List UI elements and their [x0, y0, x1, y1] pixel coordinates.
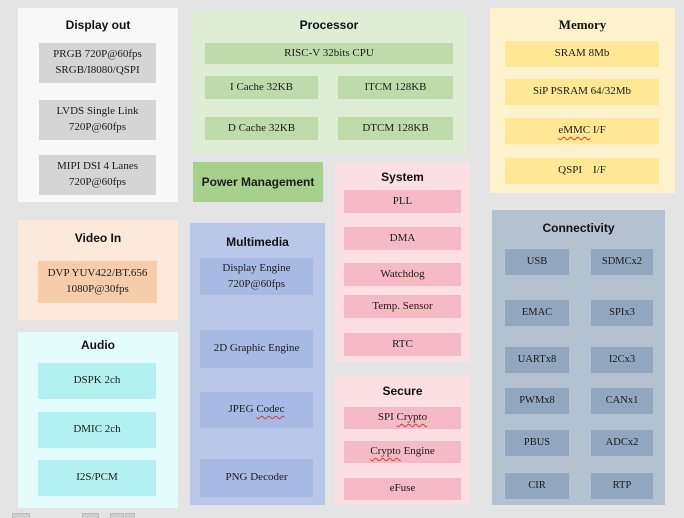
jpeg-codec-pre: JPEG: [228, 403, 257, 416]
block-riscv-cpu: RISC-V 32bits CPU: [205, 43, 453, 64]
block-cir: CIR: [505, 473, 569, 499]
cropped-shape: [110, 513, 124, 518]
block-lvds: LVDS Single Link 720P@60fps: [39, 100, 156, 140]
secure-title: Secure: [382, 384, 423, 398]
codec-misspelled-word: Codec: [256, 403, 285, 416]
block-pll: PLL: [344, 190, 461, 213]
block-mipi-dsi: MIPI DSI 4 Lanes 720P@60fps: [39, 155, 156, 195]
audio-title: Audio: [81, 338, 115, 352]
block-pwm: PWMx8: [505, 388, 569, 414]
block-dcache: D Cache 32KB: [205, 117, 318, 140]
panel-display-out: Display out PRGB 720P@60fps SRGB/I8080/Q…: [18, 8, 178, 202]
block-spi-crypto: SPI Crypto: [344, 407, 461, 429]
connectivity-title: Connectivity: [542, 221, 615, 235]
block-png-decoder: PNG Decoder: [200, 459, 313, 497]
block-jpeg-codec: JPEG Codec: [200, 392, 313, 428]
processor-title: Processor: [299, 18, 359, 32]
display-out-title: Display out: [65, 18, 131, 32]
block-rtc: RTC: [344, 333, 461, 356]
block-efuse: eFuse: [344, 478, 461, 500]
video-in-title: Video In: [74, 231, 122, 245]
panel-secure: Secure SPI Crypto Crypto Engine eFuse: [335, 376, 470, 504]
block-uart: UARTx8: [505, 347, 569, 373]
block-icache: I Cache 32KB: [205, 76, 318, 99]
block-sram: SRAM 8Mb: [505, 41, 659, 67]
crypto-engine-rest: Engine: [400, 445, 435, 458]
block-temp-sensor: Temp. Sensor: [344, 295, 461, 318]
block-dspk: DSPK 2ch: [38, 363, 156, 399]
panel-memory: Memory SRAM 8Mb SiP PSRAM 64/32Mb eMMC I…: [490, 8, 675, 193]
block-adc: ADCx2: [591, 430, 653, 456]
block-dvp: DVP YUV422/BT.656 1080P@30fps: [38, 261, 157, 303]
block-crypto-engine: Crypto Engine: [344, 441, 461, 463]
block-dmic: DMIC 2ch: [38, 412, 156, 448]
panel-processor: Processor RISC-V 32bits CPU I Cache 32KB…: [191, 10, 467, 153]
block-dma: DMA: [344, 227, 461, 250]
block-spi: SPIx3: [591, 300, 653, 326]
cropped-shape: [12, 513, 30, 518]
block-sdmc: SDMCx2: [591, 249, 653, 275]
multimedia-title: Multimedia: [226, 235, 289, 249]
block-usb: USB: [505, 249, 569, 275]
block-sip-psram: SiP PSRAM 64/32Mb: [505, 79, 659, 105]
block-can: CANx1: [591, 388, 653, 414]
block-pbus: PBUS: [505, 430, 569, 456]
emmc-misspelled-word: eMMC: [558, 124, 591, 137]
block-rtp: RTP: [591, 473, 653, 499]
system-title: System: [381, 170, 424, 184]
panel-system: System PLL DMA Watchdog Temp. Sensor RTC: [335, 163, 470, 362]
memory-title: Memory: [558, 17, 607, 32]
block-i2c: I2Cx3: [591, 347, 653, 373]
block-itcm: ITCM 128KB: [338, 76, 453, 99]
block-dtcm: DTCM 128KB: [338, 117, 453, 140]
block-emac: EMAC: [505, 300, 569, 326]
power-management-block: Power Management: [193, 162, 323, 202]
block-i2s-pcm: I2S/PCM: [38, 460, 156, 496]
block-prgb: PRGB 720P@60fps SRGB/I8080/QSPI: [39, 43, 156, 83]
block-watchdog: Watchdog: [344, 263, 461, 286]
crypto-engine-misspelled-word: Crypto: [370, 445, 401, 458]
block-emmc: eMMC I/F: [505, 118, 659, 144]
block-qspi: QSPI I/F: [505, 158, 659, 184]
panel-multimedia: Multimedia Display Engine 720P@60fps 2D …: [190, 223, 325, 505]
emmc-rest: I/F: [590, 124, 606, 137]
crypto-misspelled-word: Crypto: [396, 411, 428, 424]
cropped-shape: [82, 513, 99, 518]
block-display-engine: Display Engine 720P@60fps: [200, 258, 313, 295]
panel-video-in: Video In DVP YUV422/BT.656 1080P@30fps: [18, 220, 178, 320]
cropped-shape: [125, 513, 135, 518]
panel-connectivity: Connectivity USB SDMCx2 EMAC SPIx3 UARTx…: [492, 210, 665, 505]
panel-audio: Audio DSPK 2ch DMIC 2ch I2S/PCM: [18, 332, 178, 508]
block-2d-graphic-engine: 2D Graphic Engine: [200, 330, 313, 368]
spi-crypto-pre: SPI: [377, 411, 397, 424]
